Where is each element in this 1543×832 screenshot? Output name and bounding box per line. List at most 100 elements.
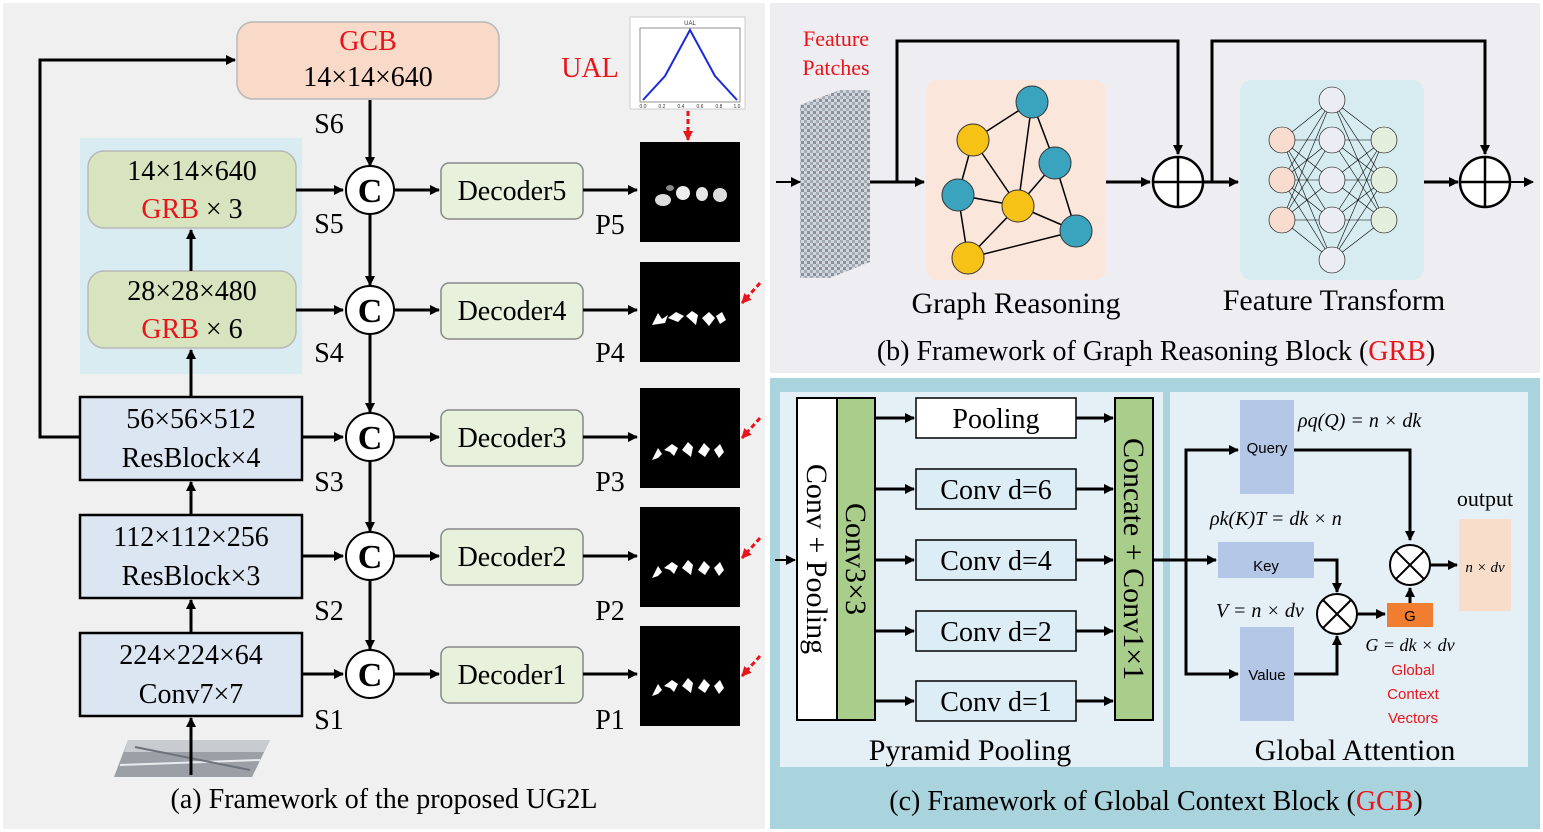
resblock-x4-dims: 56×56×512: [126, 404, 256, 435]
output-label: output: [1457, 486, 1513, 511]
decoder5-label: Decoder5: [458, 176, 567, 207]
svg-text:0.4: 0.4: [678, 104, 685, 110]
panel-b: Feature Patches: [770, 3, 1540, 373]
svg-text:0.8: 0.8: [716, 104, 723, 110]
pyramid-pooling-label: Pyramid Pooling: [869, 734, 1072, 767]
panel-a-caption: (a) Framework of the proposed UG2L: [171, 784, 598, 815]
arrow-query-to-mult: [1294, 448, 1415, 541]
ual-dashed-arrow-p2: [740, 536, 762, 560]
rho-k-equation: ρk(K)T = dk × n: [1209, 508, 1342, 530]
skip-connection-2: [1210, 39, 1490, 182]
pred-label-p2: P2: [595, 596, 625, 627]
output-dims: n × dv: [1465, 560, 1505, 576]
arrow-value-to-mult: [1294, 635, 1342, 676]
svg-text:0.0: 0.0: [640, 104, 647, 110]
skip-connection-1: [895, 39, 1183, 182]
grb-x6-label: GRB × 6: [141, 314, 242, 345]
prediction-map-p4: [640, 262, 740, 362]
multiply-node-query: [1389, 544, 1431, 586]
value-box: [1240, 627, 1294, 721]
plus-node-2: [1458, 155, 1512, 209]
conv-d4-label: Conv d=4: [940, 546, 1051, 577]
key-box: [1218, 542, 1314, 578]
stage-label-s4: S4: [314, 338, 344, 369]
concat-node-2: C: [345, 531, 395, 581]
prediction-map-p3: [640, 388, 740, 488]
gcb-title: GCB: [339, 26, 397, 57]
conv-d1-box: [915, 680, 1077, 722]
svg-text:1.0: 1.0: [734, 104, 741, 110]
stage-label-s3: S3: [314, 467, 344, 498]
conv3x3-box: [836, 397, 876, 721]
plus-node-1: [1151, 155, 1205, 209]
stage-label-s2: S2: [314, 596, 344, 627]
global-context-vectors-line1: Global: [1391, 662, 1434, 679]
pred-label-p5: P5: [595, 210, 625, 241]
gcb-box: [236, 21, 500, 100]
key-label: Key: [1253, 558, 1279, 575]
decoder2-label: Decoder2: [458, 542, 567, 573]
svg-text:0.6: 0.6: [697, 104, 704, 110]
stage-label-s6: S6: [314, 109, 344, 140]
feature-patches-label-line1: Feature: [803, 26, 869, 51]
concat-node-1: C: [345, 649, 395, 699]
multiply-node-key-value: [1316, 593, 1358, 635]
query-box: [1240, 400, 1294, 494]
value-label: Value: [1248, 667, 1285, 684]
panel-c: Conv + Pooling Conv3×3 Pooling Conv d=6 …: [770, 378, 1540, 829]
feature-patches-image: [800, 90, 870, 278]
rho-q-equation: ρq(Q) = n × dk: [1297, 410, 1422, 432]
gcb-dims: 14×14×640: [303, 62, 433, 93]
pooling-branch-box: [915, 397, 1077, 439]
concat-conv1x1-label: Concate + Conv1×1: [1117, 438, 1150, 680]
g-box: [1387, 603, 1433, 627]
conv-pooling-label: Conv + Pooling: [800, 464, 833, 654]
svg-text:C: C: [358, 173, 383, 210]
conv-d2-label: Conv d=2: [940, 617, 1051, 648]
resblock-x3-name: ResBlock×3: [122, 561, 261, 592]
grb-x3-dims: 14×14×640: [127, 156, 257, 187]
conv-d6-label: Conv d=6: [940, 475, 1051, 506]
svg-text:C: C: [358, 657, 383, 694]
concat-node-3: C: [345, 412, 395, 462]
feature-transform-label: Feature Transform: [1223, 284, 1445, 317]
decoder4-label: Decoder4: [458, 296, 567, 327]
svg-text:C: C: [358, 539, 383, 576]
panel-a: GCB 14×14×640 14×14×640 GRB × 3 28×28×48…: [3, 3, 765, 829]
ual-dashed-arrow-p3: [740, 416, 762, 440]
pred-label-p1: P1: [595, 705, 625, 736]
graph-reasoning-label: Graph Reasoning: [911, 287, 1120, 320]
stage-label-s1: S1: [314, 705, 344, 736]
arrow-res4-to-gcb: [38, 55, 236, 439]
ual-label: UAL: [561, 53, 619, 84]
arrow-to-value: [1184, 560, 1239, 679]
panel-c-caption: (c) Framework of Global Context Block (G…: [889, 786, 1422, 817]
ual-dashed-arrow-p4: [740, 281, 762, 305]
panel-b-caption: (b) Framework of Graph Reasoning Block (…: [877, 336, 1435, 367]
g-equation: G = dk × dv: [1365, 635, 1454, 655]
mlp-network: [1268, 86, 1398, 274]
g-label: G: [1404, 608, 1416, 625]
global-context-vectors-line2: Context: [1387, 686, 1440, 703]
conv7x7-dims: 224×224×64: [119, 640, 263, 671]
ual-plot: UAL 0.0 0.2 0.4 0.6 0.8 1.0: [629, 16, 746, 110]
stage-label-s5: S5: [314, 209, 344, 240]
resblock-x3-dims: 112×112×256: [113, 522, 269, 553]
pooling-branch-label: Pooling: [952, 404, 1039, 435]
prediction-map-p1: [640, 626, 740, 726]
v-equation: V = n × dv: [1216, 600, 1304, 622]
conv3x3-label: Conv3×3: [839, 503, 872, 615]
global-attention-label: Global Attention: [1255, 734, 1456, 767]
svg-text:C: C: [358, 420, 383, 457]
grb-x6-dims: 28×28×480: [127, 276, 257, 307]
ual-dashed-arrow-p1: [740, 654, 762, 678]
pred-label-p4: P4: [595, 338, 625, 369]
decoder1-label: Decoder1: [458, 660, 567, 691]
prediction-map-p2: [640, 507, 740, 607]
global-context-vectors-line3: Vectors: [1388, 710, 1438, 727]
svg-text:UAL: UAL: [684, 21, 696, 27]
output-box: [1459, 519, 1511, 611]
graph-network: [941, 85, 1093, 275]
conv-d1-label: Conv d=1: [940, 687, 1051, 718]
